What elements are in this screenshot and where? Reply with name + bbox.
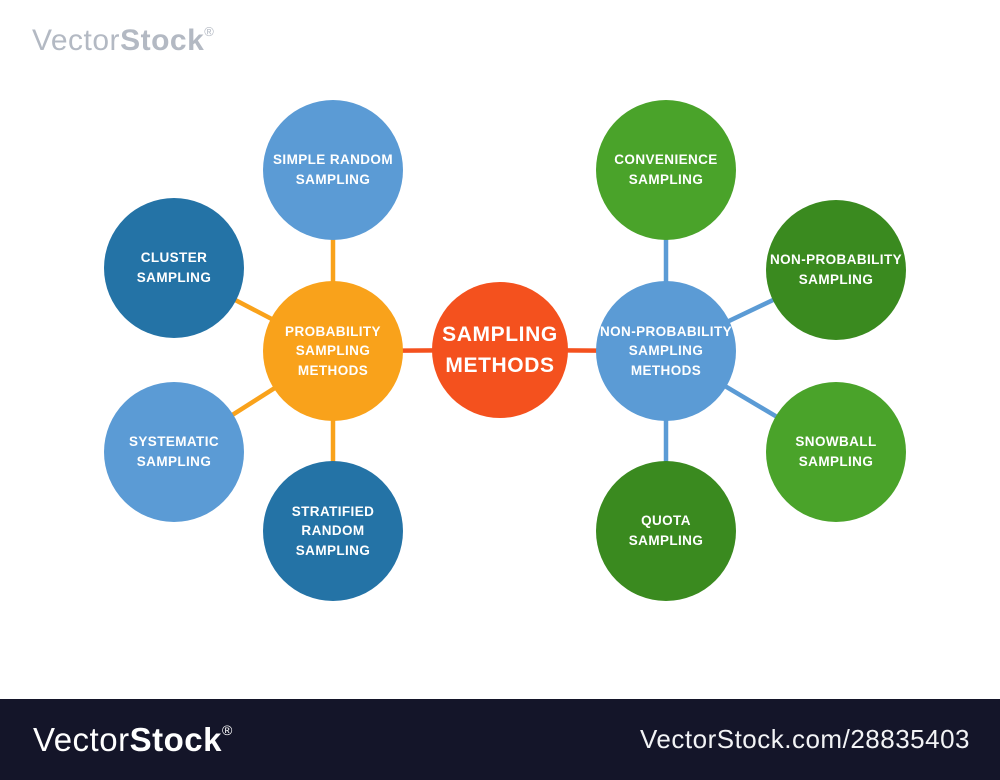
node-quota-sampling: QUOTA SAMPLING [596,461,736,601]
node-simple-random-sampling: SIMPLE RANDOM SAMPLING [263,100,403,240]
watermark-brand-light: Vector [32,24,121,57]
node-label: SNOWBALL SAMPLING [795,434,877,469]
vectorstock-footer-logo: VectorStock® [33,721,233,759]
node-systematic-sampling: SYSTEMATIC SAMPLING [104,382,244,522]
node-non-probability-sampling-methods: NON-PROBABILITY SAMPLING METHODS [596,281,736,421]
node-probability-sampling-methods: PROBABILITY SAMPLING METHODS [263,281,403,421]
vectorstock-footer-bar: VectorStock® VectorStock.com/28835403 [0,699,1000,780]
node-sampling-methods: SAMPLING METHODS [432,282,568,418]
node-snowball-sampling: SNOWBALL SAMPLING [766,382,906,522]
registered-trademark-symbol: ® [221,721,233,738]
node-convenience-sampling: CONVENIENCE SAMPLING [596,100,736,240]
node-label: NON-PROBABILITY SAMPLING METHODS [600,323,732,378]
node-label: SIMPLE RANDOM SAMPLING [273,152,393,187]
node-label: SAMPLING METHODS [442,322,558,378]
node-label: QUOTA SAMPLING [628,513,704,548]
node-non-probability-sampling: NON-PROBABILITY SAMPLING [766,200,906,340]
node-label: PROBABILITY SAMPLING METHODS [285,323,381,378]
watermark-brand-bold: Stock [120,24,205,57]
node-label: STRATIFIED RANDOM SAMPLING [291,503,375,558]
footer-brand-light: Vector [33,720,130,758]
node-label: CLUSTER SAMPLING [136,250,212,285]
vectorstock-watermark-logo: VectorStock® [32,24,214,58]
node-label: CONVENIENCE SAMPLING [614,152,718,187]
node-stratified-random-sampling: STRATIFIED RANDOM SAMPLING [263,461,403,601]
node-label: NON-PROBABILITY SAMPLING [770,252,902,287]
footer-brand-bold: Stock [129,720,222,758]
node-label: SYSTEMATIC SAMPLING [128,434,219,469]
registered-trademark-symbol: ® [204,24,215,39]
vectorstock-image-credit: VectorStock.com/28835403 [640,724,970,754]
node-cluster-sampling: CLUSTER SAMPLING [104,198,244,338]
